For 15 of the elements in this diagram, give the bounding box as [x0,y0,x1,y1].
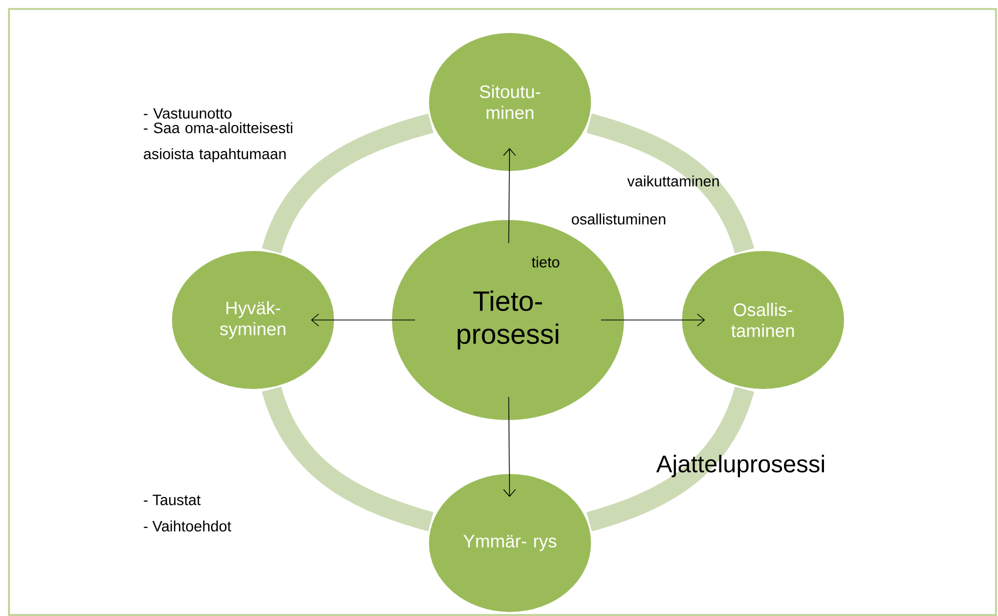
note-text: - Taustat [144,494,201,506]
ring-arc [586,386,754,532]
note-text: - Saa oma-aloitteisesti asioista tapahtumaan [144,122,292,162]
note-text: - Vaihtoehdot [144,520,232,532]
ring-arc [586,114,754,254]
arrow [503,396,516,497]
title-label: Ajatteluprosessi [656,454,824,478]
ring-arc [262,114,434,254]
arrow [503,148,516,244]
edge-label: tieto [532,256,560,268]
note-text: - Vastuunotto [144,108,232,119]
arrow [600,314,705,326]
note-text: vaikuttaminen [627,176,719,186]
arrow [311,314,416,326]
ring-arc [262,386,434,532]
